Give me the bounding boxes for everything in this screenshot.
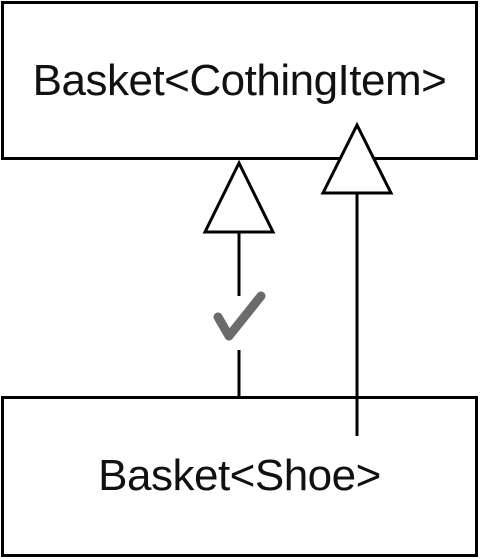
child-class-label: Basket<Shoe>: [98, 450, 381, 500]
parent-class-box: Basket<CothingItem>: [1, 1, 478, 160]
check-icon: [213, 291, 266, 341]
child-class-box: Basket<Shoe>: [1, 396, 478, 557]
inheritance-arrow-right: [320, 121, 394, 436]
arrow-left-triangle-head: [202, 159, 276, 234]
inheritance-arrow-left: [202, 159, 276, 396]
parent-class-label: Basket<CothingItem>: [32, 55, 447, 105]
